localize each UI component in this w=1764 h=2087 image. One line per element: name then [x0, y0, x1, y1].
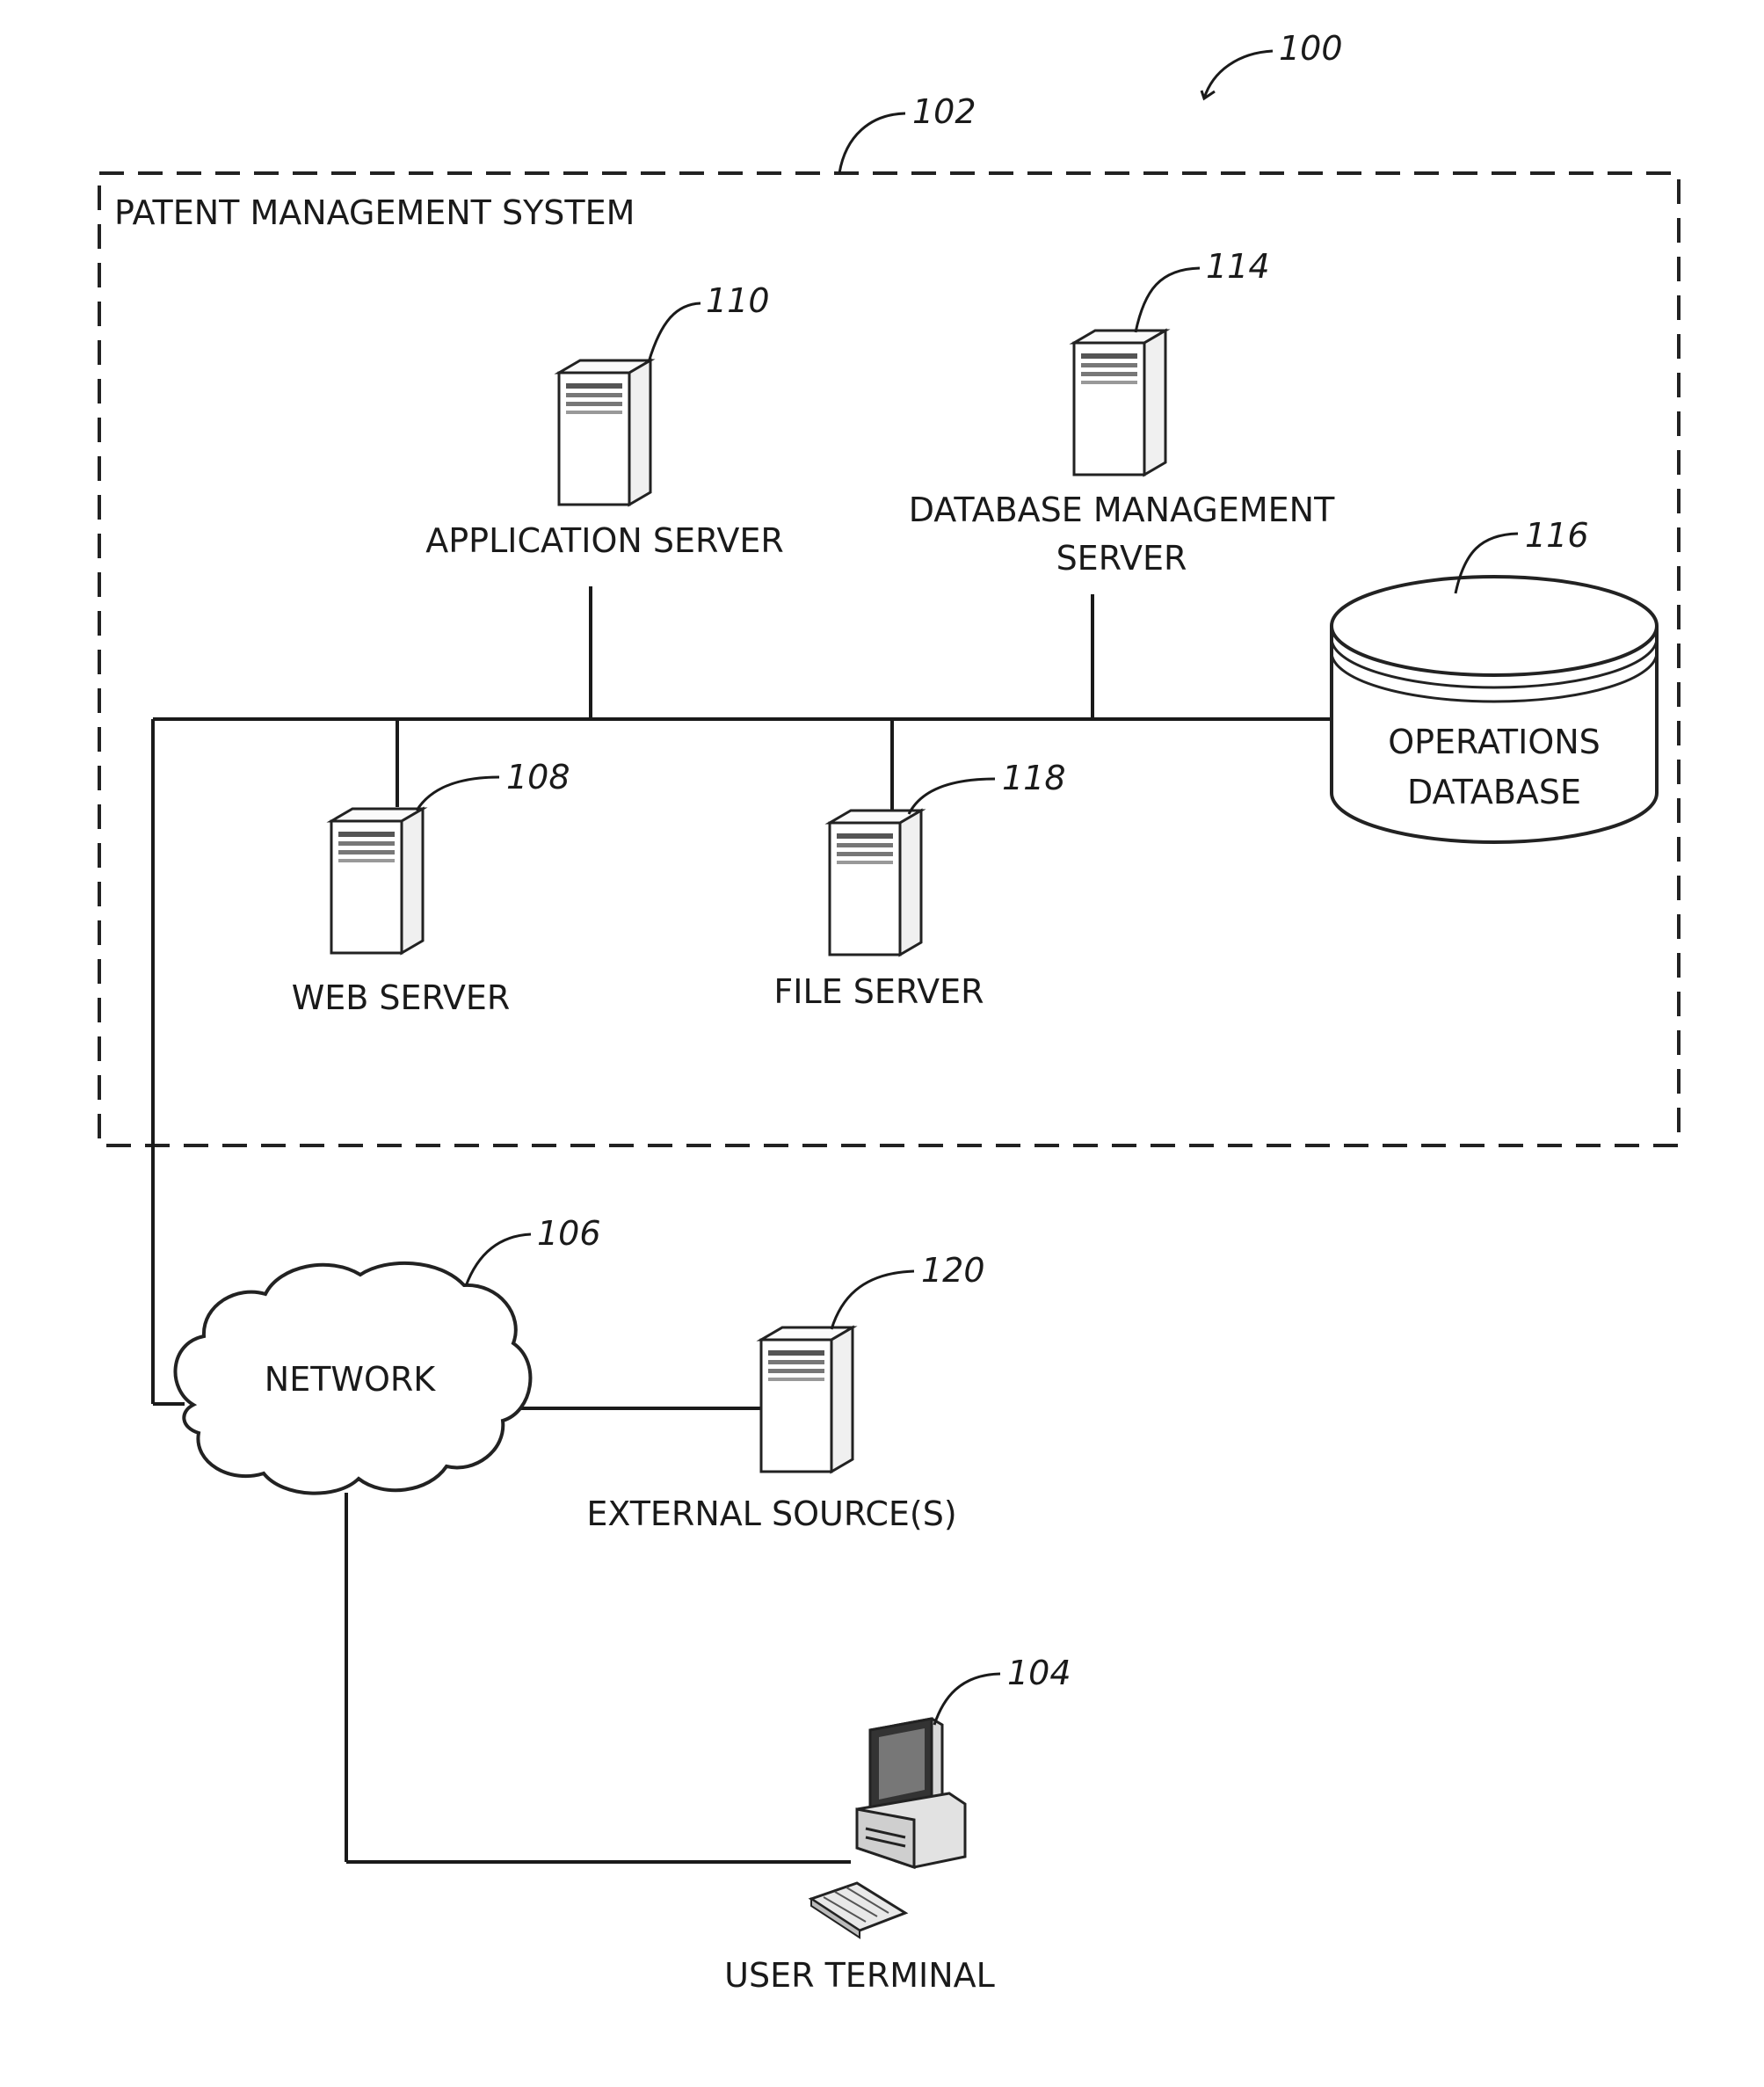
database-management-server-label-line1: DATABASE MANAGEMENT: [909, 491, 1335, 529]
operations-database-label-line2: DATABASE: [1407, 773, 1581, 811]
ref-110: 110: [706, 281, 770, 320]
database-management-server: DATABASE MANAGEMENT SERVER 114: [909, 247, 1335, 578]
network: NETWORK 106: [175, 1214, 600, 1494]
web-server-label: WEB SERVER: [292, 978, 511, 1017]
external-sources-label: EXTERNAL SOURCE(S): [586, 1494, 956, 1533]
web-server: WEB SERVER 108: [292, 758, 570, 1017]
ref-108: 108: [506, 758, 570, 796]
file-server: FILE SERVER 118: [773, 759, 1065, 1011]
ref-118: 118: [1002, 759, 1066, 797]
ref-106: 106: [537, 1214, 601, 1253]
ref-102: 102: [912, 92, 976, 131]
system-label: PATENT MANAGEMENT SYSTEM: [114, 193, 635, 232]
server-tower-icon: [331, 809, 423, 953]
ref-100: 100: [1279, 29, 1343, 68]
external-sources: EXTERNAL SOURCE(S) 120: [586, 1251, 984, 1533]
ref-114: 114: [1206, 247, 1270, 286]
ref-120: 120: [921, 1251, 985, 1290]
server-tower-icon: [761, 1327, 853, 1472]
server-tower-icon: [559, 360, 650, 505]
connections: [153, 586, 1332, 1862]
system-reference: 102: [839, 92, 976, 173]
user-terminal-label: USER TERMINAL: [724, 1956, 995, 1995]
ref-104: 104: [1007, 1654, 1071, 1692]
application-server-label: APPLICATION SERVER: [425, 521, 783, 560]
file-server-label: FILE SERVER: [773, 972, 984, 1011]
application-server: APPLICATION SERVER 110: [425, 281, 783, 560]
user-terminal: USER TERMINAL 104: [724, 1654, 1071, 1995]
server-tower-icon: [830, 811, 921, 955]
operations-database: OPERATIONS DATABASE 116: [1332, 516, 1657, 842]
database-management-server-label-line2: SERVER: [1056, 539, 1187, 578]
figure-reference: 100: [1201, 29, 1343, 98]
operations-database-label-line1: OPERATIONS: [1388, 723, 1601, 761]
network-label: NETWORK: [265, 1360, 437, 1399]
server-tower-icon: [1074, 331, 1165, 475]
ref-116: 116: [1525, 516, 1589, 555]
computer-terminal-icon: [811, 1719, 965, 1938]
